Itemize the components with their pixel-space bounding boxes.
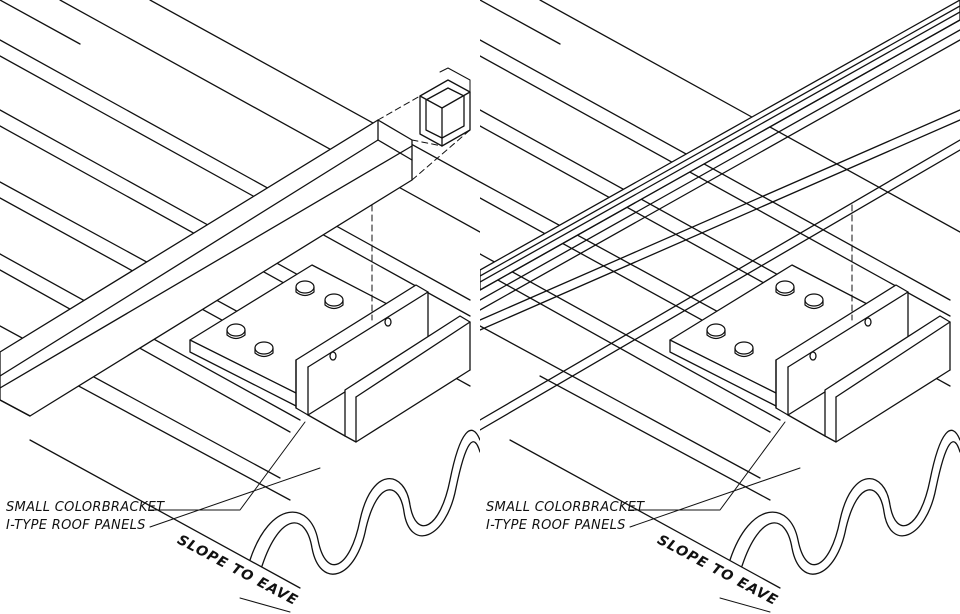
detail-panel-rail: SMALL COLORBRACKET I-TYPE ROOF PANELS SL… — [480, 0, 960, 614]
leader-lines — [149, 421, 321, 613]
leader-lines — [629, 421, 801, 613]
bracket-label: SMALL COLORBRACKET — [6, 500, 165, 515]
roof-panels-label: I-TYPE ROOF PANELS — [486, 518, 626, 533]
small-colorbracket — [189, 264, 471, 443]
roof-panels-label: I-TYPE ROOF PANELS — [6, 518, 146, 533]
bracket-label: SMALL COLORBRACKET — [486, 500, 645, 515]
square-post — [0, 67, 471, 417]
roof-bracket-drawing — [480, 0, 960, 613]
alignment-lines — [371, 95, 471, 321]
panel-edge-profile-inner — [741, 441, 960, 575]
bolt-heads — [226, 280, 344, 358]
small-colorbracket — [669, 264, 951, 443]
panel-edge-profile — [249, 429, 480, 566]
detail-panel-square-post: SMALL COLORBRACKET I-TYPE ROOF PANELS SL… — [0, 0, 480, 614]
bolt-heads — [706, 280, 824, 358]
panel-edge-profile-inner — [261, 441, 480, 575]
panel-edge-profile — [729, 429, 960, 566]
roof-rail — [480, 0, 960, 431]
roof-bracket-drawing — [0, 0, 480, 613]
